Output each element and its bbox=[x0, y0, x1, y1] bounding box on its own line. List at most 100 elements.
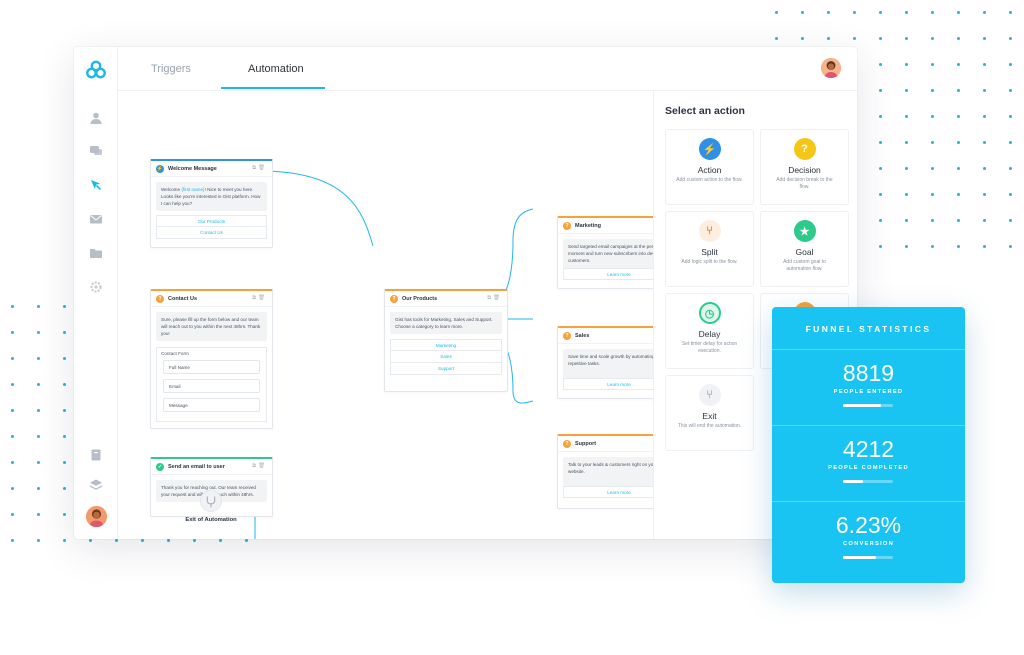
user-avatar[interactable] bbox=[86, 506, 107, 527]
decor-dot bbox=[63, 461, 66, 464]
action-name: Delay bbox=[698, 329, 721, 339]
action-card-decision[interactable]: ? Decision Add decision break to the flo… bbox=[760, 129, 849, 205]
option-sales[interactable]: Sales bbox=[390, 351, 502, 364]
node-our-products[interactable]: ? Our Products ⧉🗑 Gist has tools for Mar… bbox=[384, 289, 508, 392]
folder-icon[interactable] bbox=[89, 246, 103, 260]
exit-of-automation-node[interactable]: Exit of Automation bbox=[151, 490, 271, 526]
tab-automation[interactable]: Automation bbox=[248, 63, 304, 75]
question-icon: ? bbox=[390, 295, 398, 303]
option-support[interactable]: Support bbox=[390, 363, 502, 376]
gist-logo-icon[interactable] bbox=[86, 60, 106, 80]
decor-dot bbox=[957, 89, 960, 92]
email-field[interactable]: Email bbox=[163, 379, 260, 394]
node-tools-icon[interactable]: ⧉🗑 bbox=[252, 165, 267, 171]
layers-icon[interactable] bbox=[89, 478, 103, 492]
decor-dot bbox=[193, 539, 196, 542]
decor-dot bbox=[37, 539, 40, 542]
node-tools-icon[interactable]: ⧉🗑 bbox=[252, 463, 267, 469]
action-card-action[interactable]: ⚡ Action Add custom action to the flow. bbox=[665, 129, 754, 205]
decor-dot bbox=[931, 245, 934, 248]
decor-dot bbox=[63, 409, 66, 412]
full-name-field[interactable]: Full Name bbox=[163, 360, 260, 375]
flow-canvas[interactable]: ⚡ Welcome Message ⧉🗑 Welcome {first name… bbox=[118, 91, 681, 539]
decor-dot bbox=[245, 539, 248, 542]
decor-dot bbox=[827, 37, 830, 40]
option-our-products[interactable]: Our Products bbox=[156, 215, 267, 228]
decor-dot bbox=[63, 539, 66, 542]
option-marketing[interactable]: Marketing bbox=[390, 339, 502, 352]
option-contact-us[interactable]: Contact Us bbox=[156, 227, 267, 240]
gear-icon[interactable] bbox=[89, 280, 103, 294]
decor-dot bbox=[11, 305, 14, 308]
decor-dot bbox=[11, 435, 14, 438]
node-send-email[interactable]: ✓ Send an email to user ⧉🗑 Thank you for… bbox=[150, 457, 273, 517]
decor-dot bbox=[879, 37, 882, 40]
cursor-icon[interactable] bbox=[89, 178, 103, 192]
action-name: Exit bbox=[702, 411, 717, 421]
decor-dot bbox=[37, 435, 40, 438]
node-title: Welcome Message bbox=[168, 165, 217, 172]
app-window: Triggers Automation ⚡ bbox=[74, 47, 857, 539]
action-card-exit[interactable]: ⑂ Exit This will end the automation. bbox=[665, 375, 754, 451]
mail-icon: ✓ bbox=[156, 463, 164, 471]
action-name: Action bbox=[697, 165, 722, 175]
chat-icon[interactable] bbox=[89, 144, 103, 158]
node-tools-icon[interactable]: ⧉🗑 bbox=[252, 295, 267, 301]
action-desc: Add custom action to the flow. bbox=[676, 177, 743, 183]
stat-label: PEOPLE ENTERED bbox=[833, 389, 904, 395]
decor-dot bbox=[63, 513, 66, 516]
decor-dot bbox=[63, 357, 66, 360]
node-contact-us[interactable]: ? Contact Us ⧉🗑 Sure, please fill up the… bbox=[150, 289, 273, 429]
stat-people-entered: 8819 PEOPLE ENTERED bbox=[772, 349, 965, 425]
decor-dot bbox=[905, 115, 908, 118]
decor-dot bbox=[11, 513, 14, 516]
mail-icon[interactable] bbox=[89, 212, 103, 226]
profile-avatar[interactable] bbox=[821, 58, 841, 78]
tab-triggers[interactable]: Triggers bbox=[151, 63, 191, 75]
decor-dot bbox=[37, 331, 40, 334]
decor-dot bbox=[931, 37, 934, 40]
user-icon[interactable] bbox=[89, 111, 103, 125]
decor-dot bbox=[1009, 11, 1012, 14]
split-icon: ⑂ bbox=[698, 220, 721, 242]
exit-icon bbox=[200, 490, 222, 512]
decor-dot bbox=[879, 219, 882, 222]
action-card-goal[interactable]: ★ Goal Add custom goal to automation flo… bbox=[760, 211, 849, 287]
action-name: Split bbox=[701, 247, 718, 257]
stat-value: 4212 bbox=[842, 436, 895, 462]
decor-dot bbox=[11, 331, 14, 334]
decor-dot bbox=[931, 219, 934, 222]
decor-dot bbox=[1009, 167, 1012, 170]
decor-dot bbox=[63, 435, 66, 438]
message-field[interactable]: Message bbox=[163, 398, 260, 413]
decor-dot bbox=[11, 461, 14, 464]
node-tools-icon[interactable]: ⧉🗑 bbox=[487, 295, 502, 301]
decor-dot bbox=[983, 63, 986, 66]
decor-dot bbox=[63, 331, 66, 334]
decor-dot bbox=[931, 141, 934, 144]
stat-progress-bar bbox=[843, 404, 893, 407]
decor-dot bbox=[1009, 219, 1012, 222]
decor-dot bbox=[957, 167, 960, 170]
action-card-delay[interactable]: ◷ Delay Set timer delay for action execu… bbox=[665, 293, 754, 369]
decor-dot bbox=[905, 37, 908, 40]
decor-dot bbox=[957, 141, 960, 144]
top-bar: Triggers Automation bbox=[118, 47, 857, 91]
decor-dot bbox=[1009, 193, 1012, 196]
decor-dot bbox=[853, 37, 856, 40]
decor-dot bbox=[931, 115, 934, 118]
decor-dot bbox=[905, 11, 908, 14]
stat-label: PEOPLE COMPLETED bbox=[828, 465, 909, 471]
book-icon[interactable] bbox=[89, 448, 103, 462]
decor-dot bbox=[983, 37, 986, 40]
node-title: Contact Us bbox=[168, 295, 198, 302]
decor-dot bbox=[1009, 63, 1012, 66]
action-card-split[interactable]: ⑂ Split Add logic split to the flow. bbox=[665, 211, 754, 287]
decor-dot bbox=[957, 115, 960, 118]
node-message: Welcome {first name}! Nice to meet you h… bbox=[156, 182, 267, 212]
decor-dot bbox=[983, 193, 986, 196]
decor-dot bbox=[983, 141, 986, 144]
panel-title: Select an action bbox=[665, 105, 745, 117]
decor-dot bbox=[879, 89, 882, 92]
node-welcome-message[interactable]: ⚡ Welcome Message ⧉🗑 Welcome {first name… bbox=[150, 159, 273, 248]
